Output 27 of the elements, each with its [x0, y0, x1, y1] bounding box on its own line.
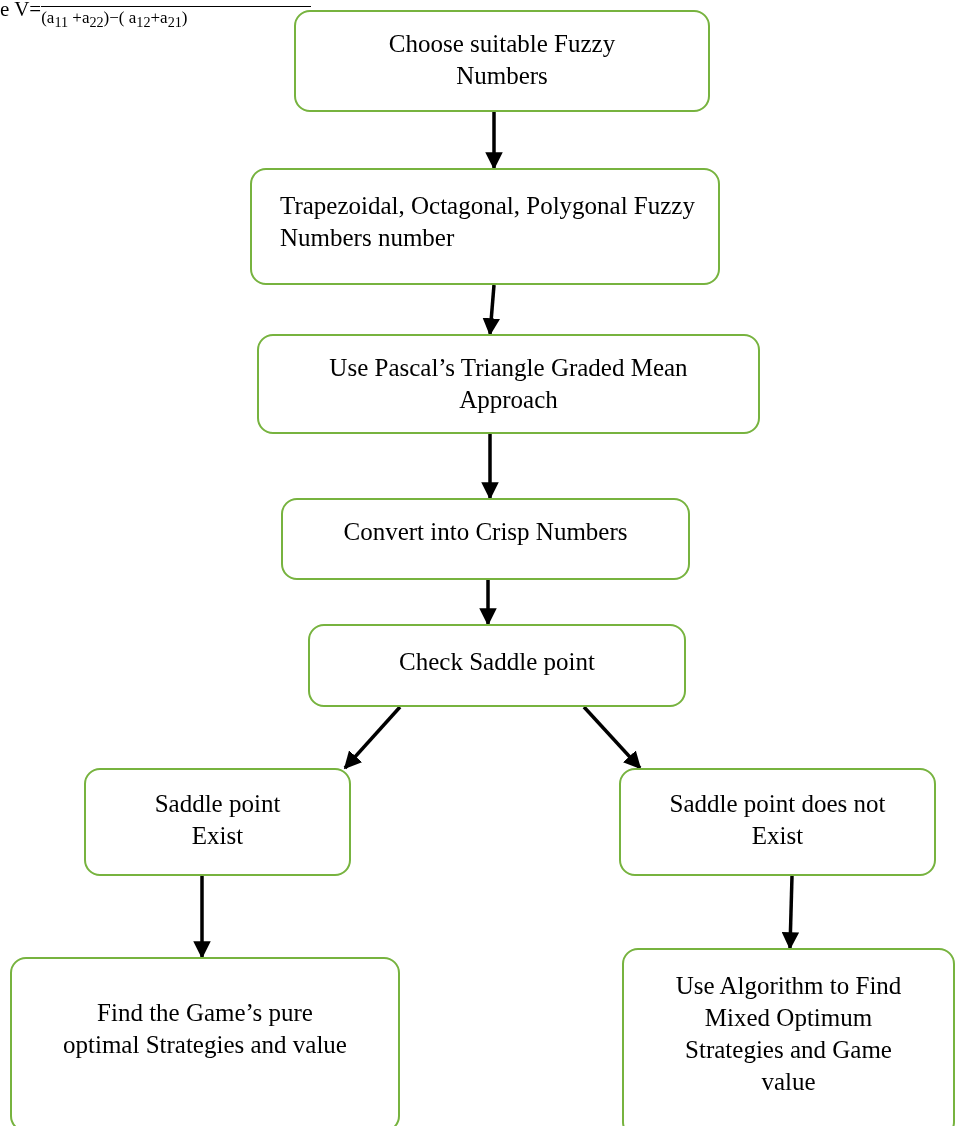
arrow — [479, 580, 497, 626]
arrow — [482, 284, 500, 336]
box-text: Convert into Crisp Numbers — [343, 517, 628, 547]
process-box — [294, 10, 710, 112]
box-text: Saddle point Exist — [153, 789, 282, 851]
box-text: Saddle point does not Exist — [668, 789, 887, 851]
process-box — [250, 168, 720, 285]
process-box — [619, 768, 936, 876]
process-box — [84, 768, 351, 876]
arrow — [582, 705, 642, 770]
arrow — [343, 705, 402, 770]
box-text: Choose suitable Fuzzy Numbers — [387, 29, 617, 91]
arrow — [481, 434, 499, 500]
process-box — [622, 948, 955, 1126]
process-box — [281, 498, 690, 580]
arrow — [485, 112, 503, 170]
process-box — [257, 334, 760, 434]
box-text: Use Algorithm to Find Mixed Optimum Strategies and Game value — [674, 971, 903, 1097]
process-box — [308, 624, 686, 707]
formula-text: e V= — [0, 0, 42, 20]
process-box — [10, 957, 400, 1126]
box-text: Trapezoidal, Octagonal, Polygonal Fuzzy Numbers number — [280, 191, 696, 253]
arrow — [193, 876, 211, 959]
box-text: Use Pascal’s Triangle Graded Mean Approach — [328, 353, 689, 415]
box-text: Check Saddle point — [399, 647, 595, 677]
box-text: Find the Game’s pure optimal Strategies and value — [62, 998, 348, 1060]
arrow — [781, 875, 800, 950]
